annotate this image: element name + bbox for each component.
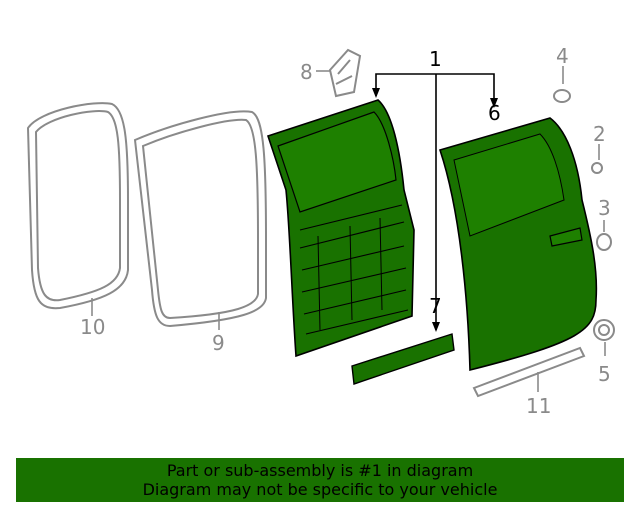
diagram-notice-banner: Part or sub-assembly is #1 in diagram Di…	[16, 458, 624, 502]
notice-line-1: Part or sub-assembly is #1 in diagram	[166, 461, 474, 480]
callout-8[interactable]: 8	[300, 60, 313, 84]
callout-9[interactable]: 9	[212, 331, 225, 355]
part-6-door-outer-panel[interactable]	[438, 117, 598, 372]
callout-6[interactable]: 6	[488, 101, 501, 125]
callout-2[interactable]: 2	[593, 122, 606, 146]
part-1-door-inner-panel[interactable]	[266, 99, 415, 358]
part-7-molding[interactable]	[351, 333, 455, 385]
part-9-door-seal[interactable]	[133, 110, 267, 328]
callout-10[interactable]: 10	[80, 315, 106, 339]
callout-3[interactable]: 3	[598, 196, 611, 220]
callout-1[interactable]: 1	[429, 47, 442, 71]
part-3-plug[interactable]	[596, 233, 612, 251]
part-2-fastener[interactable]	[591, 162, 603, 174]
part-5-grommet[interactable]	[593, 319, 615, 341]
part-10-weatherstrip[interactable]	[26, 102, 129, 310]
callout-5[interactable]: 5	[598, 362, 611, 386]
notice-line-2: Diagram may not be specific to your vehi…	[142, 480, 498, 499]
callout-4[interactable]: 4	[556, 44, 569, 68]
leader-lines	[91, 66, 606, 392]
callout-11[interactable]: 11	[526, 394, 552, 418]
callout-7[interactable]: 7	[429, 294, 442, 318]
part-11-lower-molding[interactable]	[472, 346, 586, 398]
part-8-bracket[interactable]	[328, 48, 362, 98]
part-4-clip[interactable]	[553, 89, 571, 103]
